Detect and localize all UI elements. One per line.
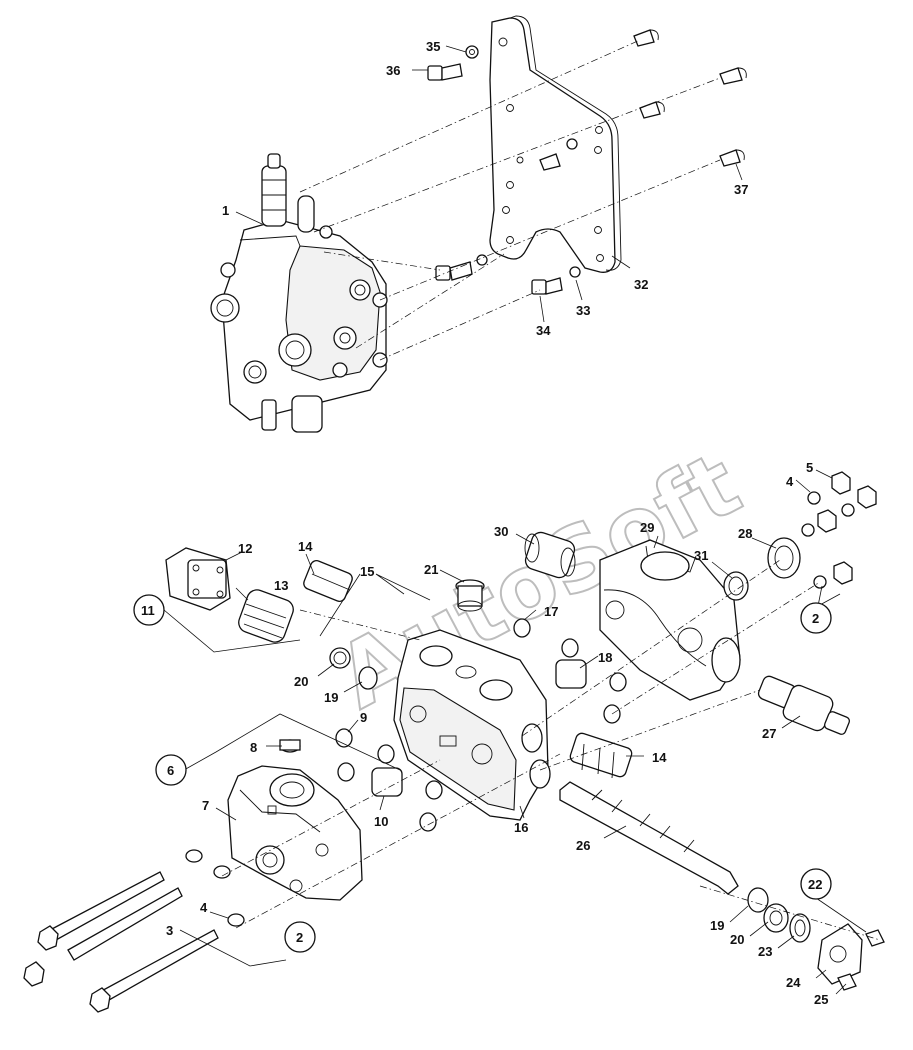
callout-3: 3 bbox=[166, 923, 173, 938]
callout-19: 19 bbox=[710, 918, 724, 933]
callout-1: 1 bbox=[222, 203, 229, 218]
callout-31: 31 bbox=[694, 548, 708, 563]
inlet-accessories bbox=[524, 471, 877, 601]
callout-2: 2 bbox=[296, 930, 303, 945]
callout-37: 37 bbox=[734, 182, 748, 197]
callout-4: 4 bbox=[786, 474, 794, 489]
callout-22: 22 bbox=[808, 877, 822, 892]
spring-cap-assembly bbox=[165, 547, 353, 643]
mounting-plate bbox=[489, 15, 622, 273]
inlet-section bbox=[599, 539, 741, 701]
callout-20: 20 bbox=[294, 674, 308, 689]
callout-13: 13 bbox=[274, 578, 288, 593]
plug bbox=[279, 739, 301, 753]
callout-7: 7 bbox=[202, 798, 209, 813]
tie-rods bbox=[23, 849, 245, 1013]
callout-26: 26 bbox=[576, 838, 590, 853]
callout-35: 35 bbox=[426, 39, 440, 54]
callout-16: 16 bbox=[514, 820, 528, 835]
spool-cap-parts bbox=[747, 887, 885, 991]
callout-21: 21 bbox=[424, 562, 438, 577]
callout-23: 23 bbox=[758, 944, 772, 959]
callout-36: 36 bbox=[386, 63, 400, 78]
callout-10: 10 bbox=[374, 814, 388, 829]
o-rings bbox=[329, 618, 627, 832]
outlet-end-section bbox=[227, 765, 363, 901]
callout-27: 27 bbox=[762, 726, 776, 741]
callout-28: 28 bbox=[738, 526, 752, 541]
spool-right-detent bbox=[569, 732, 633, 779]
callout-8: 8 bbox=[250, 740, 257, 755]
spool bbox=[559, 781, 739, 895]
callout-30: 30 bbox=[494, 524, 508, 539]
callout-19: 19 bbox=[324, 690, 338, 705]
assembly-center-lines bbox=[221, 39, 881, 941]
assembled-control-valve bbox=[210, 153, 388, 433]
callout-14: 14 bbox=[298, 539, 313, 554]
callout-32: 32 bbox=[634, 277, 648, 292]
callout-12: 12 bbox=[238, 541, 252, 556]
callout-11: 11 bbox=[141, 603, 155, 618]
callout-25: 25 bbox=[814, 992, 828, 1007]
callout-18: 18 bbox=[598, 650, 612, 665]
work-section bbox=[393, 629, 551, 821]
callout-24: 24 bbox=[786, 975, 801, 990]
plate-bolts bbox=[427, 29, 747, 295]
callout-29: 29 bbox=[640, 520, 654, 535]
check-valve bbox=[455, 579, 485, 612]
callout-33: 33 bbox=[576, 303, 590, 318]
callout-9: 9 bbox=[360, 710, 367, 725]
callout-17: 17 bbox=[544, 604, 558, 619]
callout-5: 5 bbox=[806, 460, 813, 475]
callout-leaders bbox=[163, 45, 867, 995]
callout-labels: 1 2 2 3 4 4 5 6 7 8 9 10 11 12 13 14 14 … bbox=[141, 39, 828, 1007]
callout-6: 6 bbox=[167, 763, 174, 778]
callout-34: 34 bbox=[536, 323, 551, 338]
callout-2: 2 bbox=[812, 611, 819, 626]
callout-14: 14 bbox=[652, 750, 667, 765]
callout-20: 20 bbox=[730, 932, 744, 947]
callout-15: 15 bbox=[360, 564, 374, 579]
callout-circles bbox=[133, 594, 832, 953]
callout-4: 4 bbox=[200, 900, 208, 915]
